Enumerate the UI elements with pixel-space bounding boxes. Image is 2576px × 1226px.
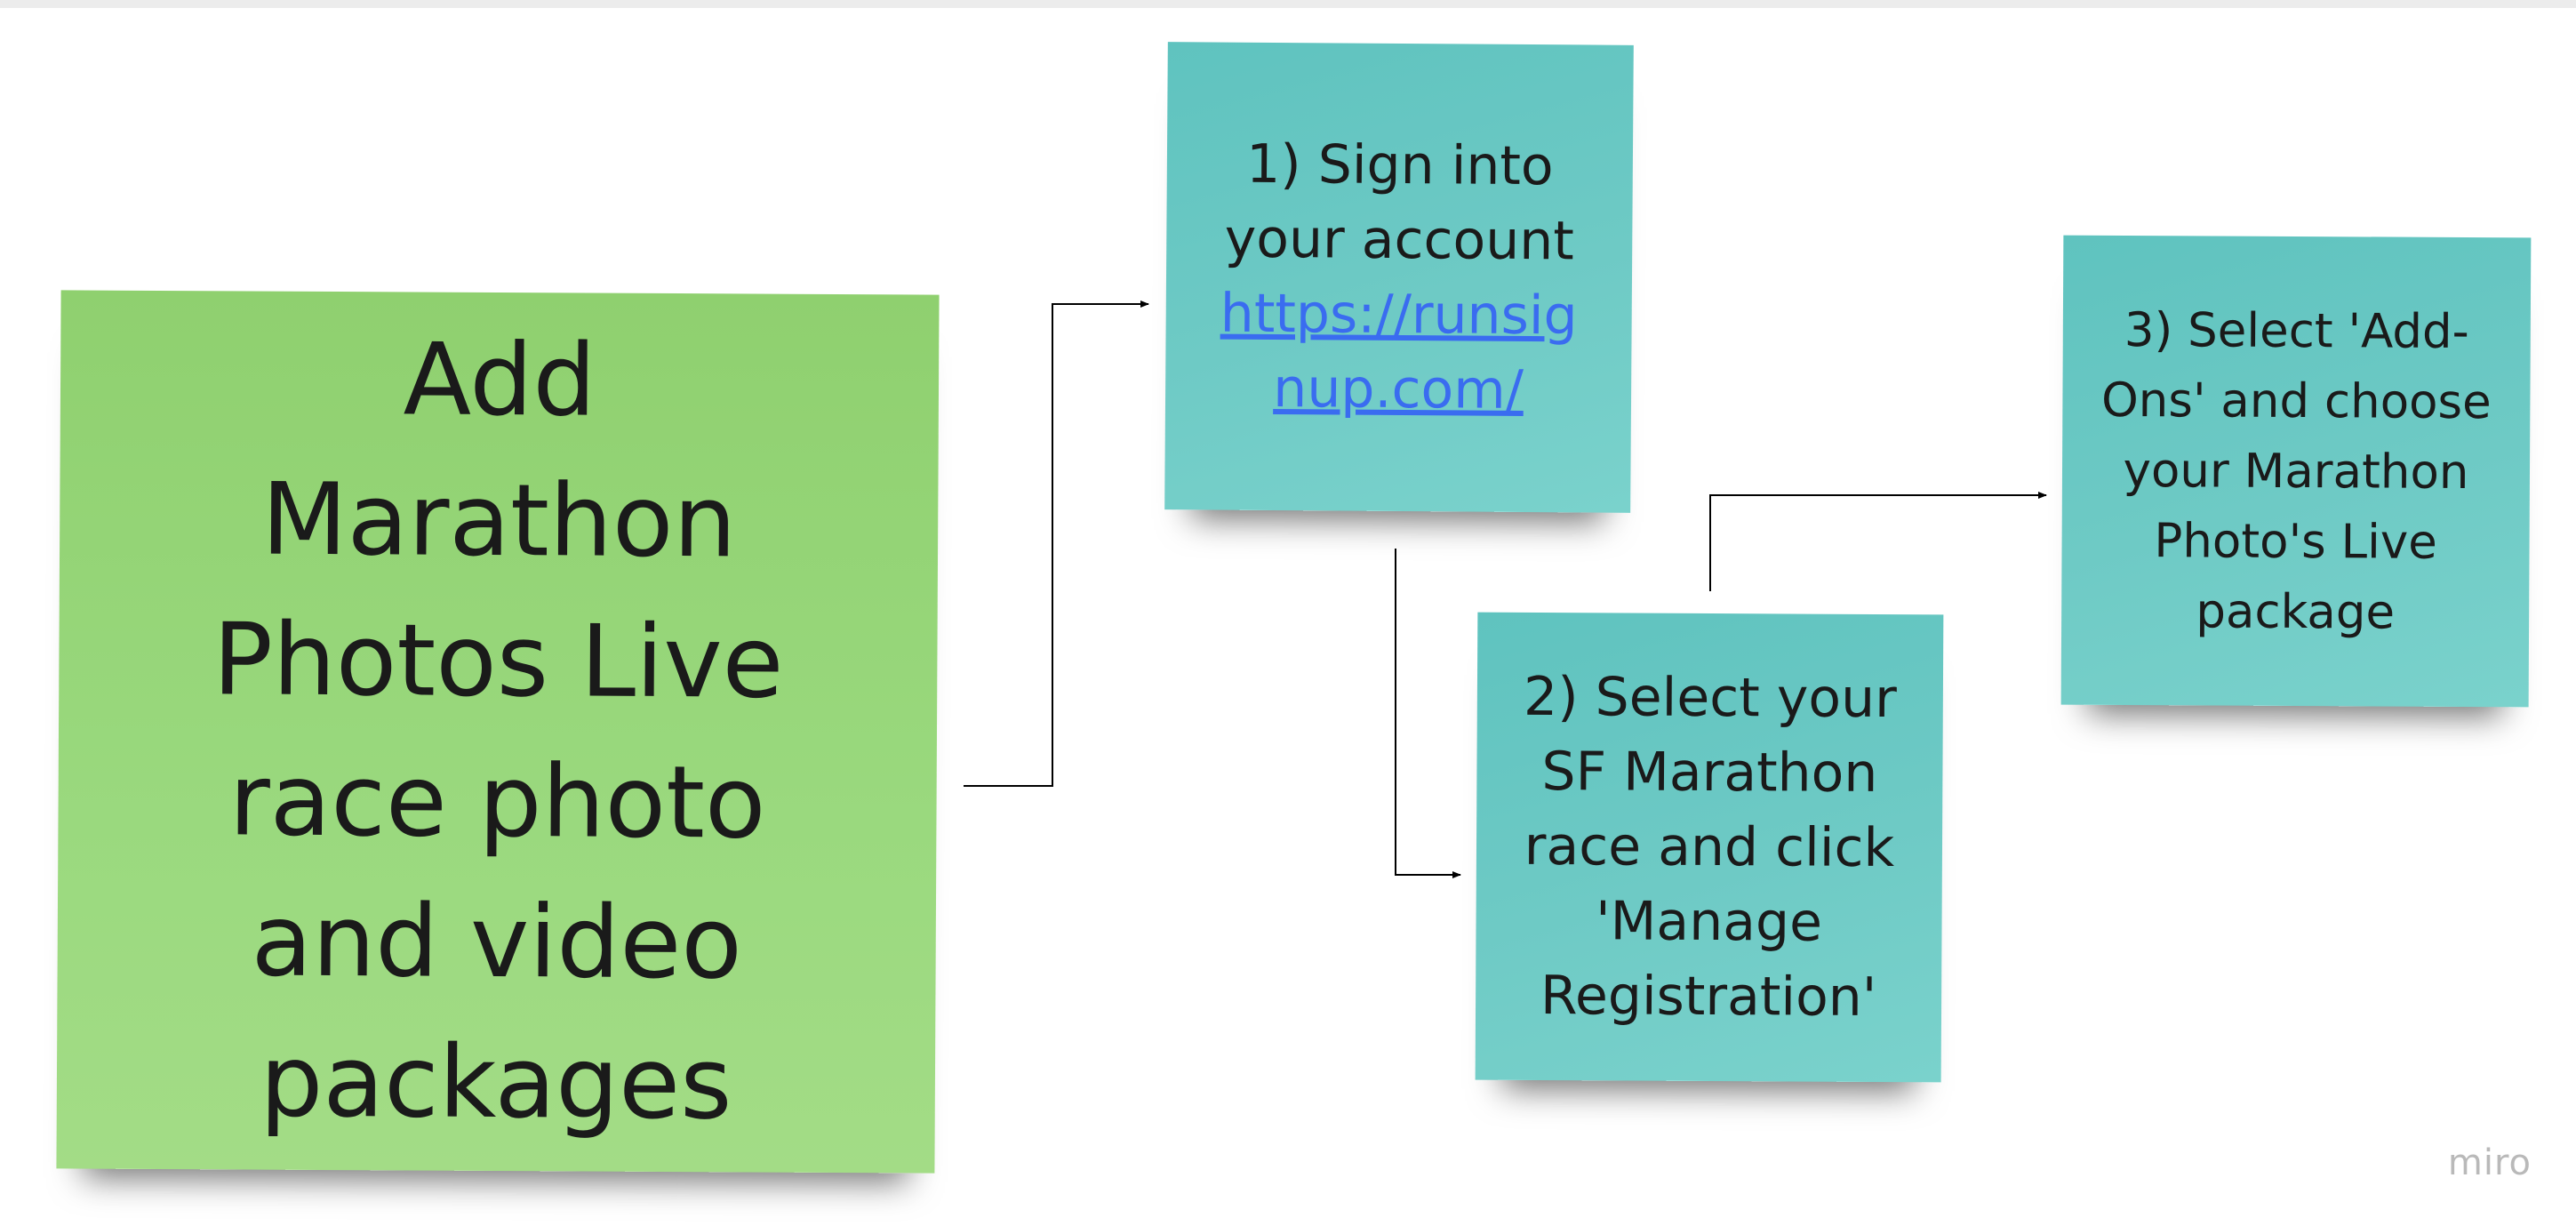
connector-step1-to-step2[interactable]	[1395, 549, 1461, 878]
sticky-note-main-text: Add Marathon Photos Live race photo and …	[212, 322, 784, 1142]
connector-layer	[964, 300, 2047, 878]
sticky-note-step-2-text: 2) Select your SF Marathon race and clic…	[1523, 665, 1897, 1029]
sticky-note-main[interactable]: Add Marathon Photos Live race photo and …	[56, 290, 940, 1174]
sticky-note-step-3-text: 3) Select 'Add-Ons' and choose your Mara…	[2100, 302, 2492, 640]
connector-step2-to-step3[interactable]	[1709, 492, 2047, 591]
whiteboard-canvas[interactable]: Add Marathon Photos Live race photo and …	[0, 8, 2576, 1226]
sticky-note-step-1[interactable]: 1) Sign into your account https://runsig…	[1164, 42, 1634, 513]
sticky-note-step-1-text: 1) Sign into your account	[1224, 132, 1575, 273]
top-bar	[0, 0, 2576, 8]
sticky-note-step-3[interactable]: 3) Select 'Add-Ons' and choose your Mara…	[2060, 235, 2532, 708]
connector-main-to-step1[interactable]	[964, 300, 1149, 787]
miro-watermark: miro	[2447, 1142, 2532, 1183]
runsignup-link[interactable]: https://runsignup.com/	[1220, 282, 1578, 421]
sticky-note-step-1-content: 1) Sign into your account https://runsig…	[1204, 126, 1594, 428]
sticky-note-step-2[interactable]: 2) Select your SF Marathon race and clic…	[1475, 612, 1944, 1083]
